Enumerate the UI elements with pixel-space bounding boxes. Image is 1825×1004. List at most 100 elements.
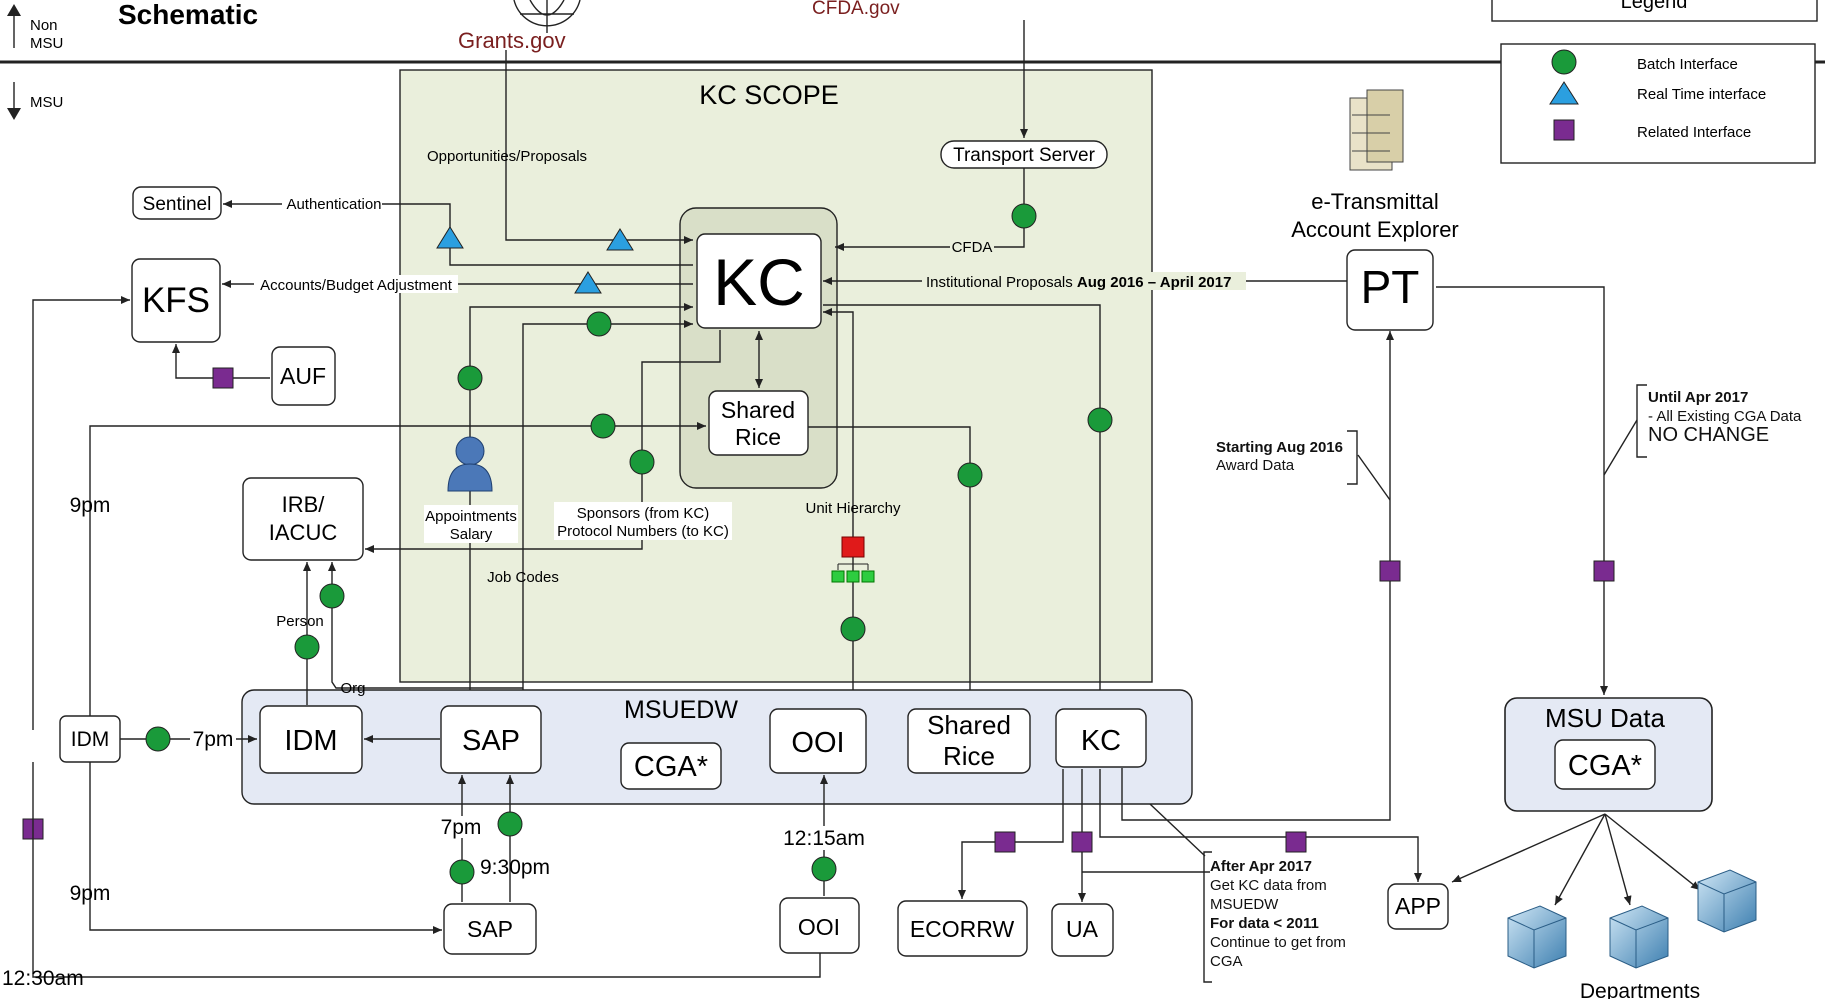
sap-930-batch-icon <box>497 811 523 837</box>
time-7pm-b-label: 7pm <box>441 816 482 839</box>
edw-shared-rice-box <box>907 708 1031 774</box>
ecorrw-related-icon <box>994 831 1016 853</box>
cfda-label-bg <box>950 238 994 254</box>
building-icon <box>1507 905 1567 969</box>
idm-edw-batch-icon <box>145 726 171 752</box>
sponsors-label-2: Protocol Numbers (to KC) <box>557 523 729 540</box>
etransmittal-label-1: e-Transmittal <box>1311 189 1439 214</box>
org-line <box>328 562 523 689</box>
sponsors-label-bg <box>554 502 732 540</box>
edw-idm-box <box>259 705 363 774</box>
ua-related-icon <box>1071 831 1093 853</box>
time-9pm-b-label: 9pm <box>70 882 111 905</box>
opportunities-line <box>505 50 693 244</box>
job-codes-label: Job Codes <box>487 569 559 586</box>
irb-label-2: IACUC <box>269 520 338 545</box>
person-batch-icon <box>294 634 320 660</box>
msudata-related-icon <box>1593 560 1615 582</box>
time-1230am-label: 12:30am <box>2 967 84 990</box>
app-label: APP <box>1395 893 1441 919</box>
sponsors-batch-icon <box>629 449 655 475</box>
edw-cga-box <box>620 742 722 790</box>
msudata-app-line <box>1451 813 1606 883</box>
idm-rice-batch-icon <box>590 413 616 439</box>
idm-sap-line <box>89 762 442 934</box>
until-note-title: Until Apr 2017 <box>1648 389 1749 406</box>
ecorrw-label: ECORRW <box>910 916 1015 942</box>
authentication-realtime-icon <box>436 226 464 249</box>
kc-edw-line <box>823 304 1104 705</box>
for-note-text-1: Continue to get from <box>1210 934 1346 951</box>
accounts-budget-label-bg <box>254 275 458 293</box>
edw-sap-label: SAP <box>462 725 520 757</box>
msu-data-title: MSU Data <box>1545 703 1665 733</box>
appointments-line <box>469 303 693 700</box>
msu-arrow-icon <box>7 82 21 120</box>
shared-rice-label-2: Rice <box>735 424 781 450</box>
departments-label: Departments <box>1580 980 1700 999</box>
irb-box <box>242 477 364 561</box>
kc-label: KC <box>713 245 805 319</box>
cfda-label: CFDA <box>952 239 993 256</box>
non-msu-arrow-icon <box>7 4 21 48</box>
ua-label: UA <box>1066 916 1099 942</box>
msudata-dept3-line <box>1604 813 1701 891</box>
kfs-box <box>131 258 221 343</box>
opportunities-label: Opportunities/Proposals <box>427 148 587 165</box>
sentinel-box <box>132 186 222 220</box>
sponsors-label-1: Sponsors (from KC) <box>577 505 710 522</box>
kc-rice-link-head <box>755 331 763 340</box>
bottom-sap-label: SAP <box>467 916 513 942</box>
msudata-dept2-line <box>1604 813 1632 906</box>
green-circle-icon <box>1551 49 1577 75</box>
etransmittal-label-2: Account Explorer <box>1291 217 1459 242</box>
until-note: Until Apr 2017 - All Existing CGA Data N… <box>1648 388 1801 446</box>
edw-cga-label: CGA* <box>634 751 708 783</box>
after-note-text-1: Get KC data from <box>1210 877 1327 894</box>
auf-related-icon <box>212 367 234 389</box>
institutional-label-bg <box>922 272 1246 290</box>
unit-hierarchy-batch-icon <box>840 616 866 642</box>
idm-kfs-line <box>32 296 130 730</box>
kc-scope-title: KC SCOPE <box>699 80 839 110</box>
org-batch-icon <box>319 583 345 609</box>
legend-title: Legend <box>1621 0 1688 13</box>
cfda-line <box>835 168 1025 251</box>
legend-title-box <box>1491 0 1818 22</box>
time-930pm-label: 9:30pm <box>480 856 550 879</box>
msu-data-cga-label: CGA* <box>1568 750 1642 782</box>
msu-label: MSU <box>30 94 63 111</box>
unit-hierarchy-line <box>823 308 854 724</box>
kc-note-pointer <box>1149 803 1206 857</box>
rice-edw-line <box>808 426 974 702</box>
job-codes-batch-icon <box>586 311 612 337</box>
ecorrw-box <box>897 900 1028 957</box>
org-label: Org <box>340 680 365 697</box>
legend-related-label: Related Interface <box>1637 124 1751 141</box>
shared-rice-label-1: Shared <box>721 397 795 423</box>
institutional-label: Institutional Proposals Aug 2016 – April… <box>926 274 1231 291</box>
time-1215am-bg <box>774 826 874 850</box>
edw-shared-rice-label-2: Rice <box>943 741 995 771</box>
ooi-batch-icon <box>811 856 837 882</box>
accounts-realtime-icon <box>574 271 602 294</box>
globe-icon <box>513 0 581 33</box>
edw-sap-box <box>440 705 542 774</box>
kc-app-line <box>1099 769 1422 882</box>
starting-note-pointer <box>1357 454 1391 501</box>
authentication-label: Authentication <box>286 196 381 213</box>
sentinel-label: Sentinel <box>143 194 212 215</box>
edw-kc-box <box>1055 708 1147 768</box>
until-note-pointer <box>1603 419 1638 476</box>
page-title: Schematic <box>118 0 258 30</box>
time-9pm-a-label: 9pm <box>70 494 111 517</box>
person-label: Person <box>276 613 324 630</box>
appointments-batch-icon <box>457 365 483 391</box>
no-change-label: NO CHANGE <box>1648 424 1770 446</box>
pt-box <box>1346 249 1434 331</box>
after-note-bracket <box>1203 851 1212 983</box>
edw-kc-label: KC <box>1081 725 1121 757</box>
transport-server-label: Transport Server <box>953 145 1096 166</box>
